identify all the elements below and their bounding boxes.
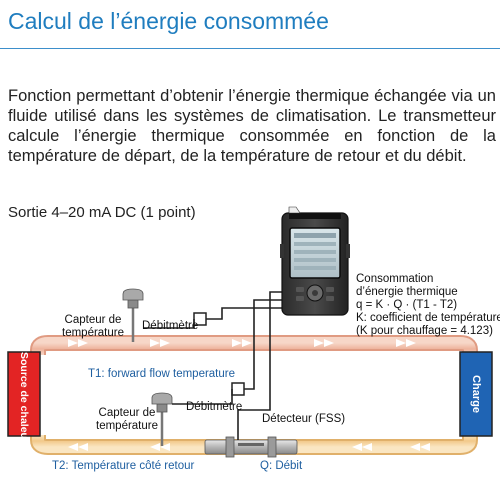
flowmeter-bottom-label: Débitmètre — [186, 401, 243, 413]
sensor-top-label: Capteur de température — [62, 314, 124, 340]
energy-k-heating: (K pour chauffage = 4.123) — [356, 325, 493, 337]
sensor-bottom-label: Capteur de température — [96, 407, 158, 433]
fss-detector — [204, 436, 298, 458]
output-spec: Sortie 4–20 mA DC (1 point) — [8, 204, 196, 221]
heat-source-box — [7, 351, 41, 437]
load-box — [459, 351, 493, 437]
sensor-bottom-line1: Capteur de — [98, 407, 156, 419]
transmitter-device — [280, 206, 350, 316]
temperature-sensor-bottom — [151, 392, 173, 446]
energy-line1: Consommation — [356, 273, 434, 285]
t2-label: T2: Température côté retour — [52, 460, 195, 472]
energy-formula-block: Consommation d’énergie thermique q = K ·… — [356, 273, 500, 338]
flowmeter-box-bottom — [231, 382, 245, 396]
heat-source-label: Source de chaleur — [18, 352, 30, 444]
detector-label: Détecteur (FSS) — [262, 413, 346, 425]
sensor-top-line1: Capteur de — [64, 314, 122, 326]
signal-wires — [143, 291, 290, 440]
description-paragraph: Fonction permettant d’obtenir l’énergie … — [8, 87, 496, 165]
q-label: Q: Débit — [260, 460, 303, 472]
title-divider — [0, 48, 500, 49]
load-label: Charge — [470, 375, 482, 413]
flowmeter-top-label: Débitmètre — [142, 320, 199, 332]
energy-line2: d’énergie thermique — [356, 286, 458, 298]
supply-flow-arrows — [68, 339, 416, 347]
page-title: Calcul de l’énergie consommée — [8, 8, 329, 34]
temperature-sensor-top — [122, 288, 144, 342]
return-flow-arrows — [68, 443, 430, 451]
energy-k-def: K: coefficient de température — [356, 312, 500, 324]
energy-formula: q = K · Q · (T1 - T2) — [356, 299, 458, 311]
sensor-top-line2: température — [62, 327, 125, 339]
sensor-bottom-line2: température — [96, 420, 159, 432]
t1-label: T1: forward flow temperature — [88, 368, 236, 380]
